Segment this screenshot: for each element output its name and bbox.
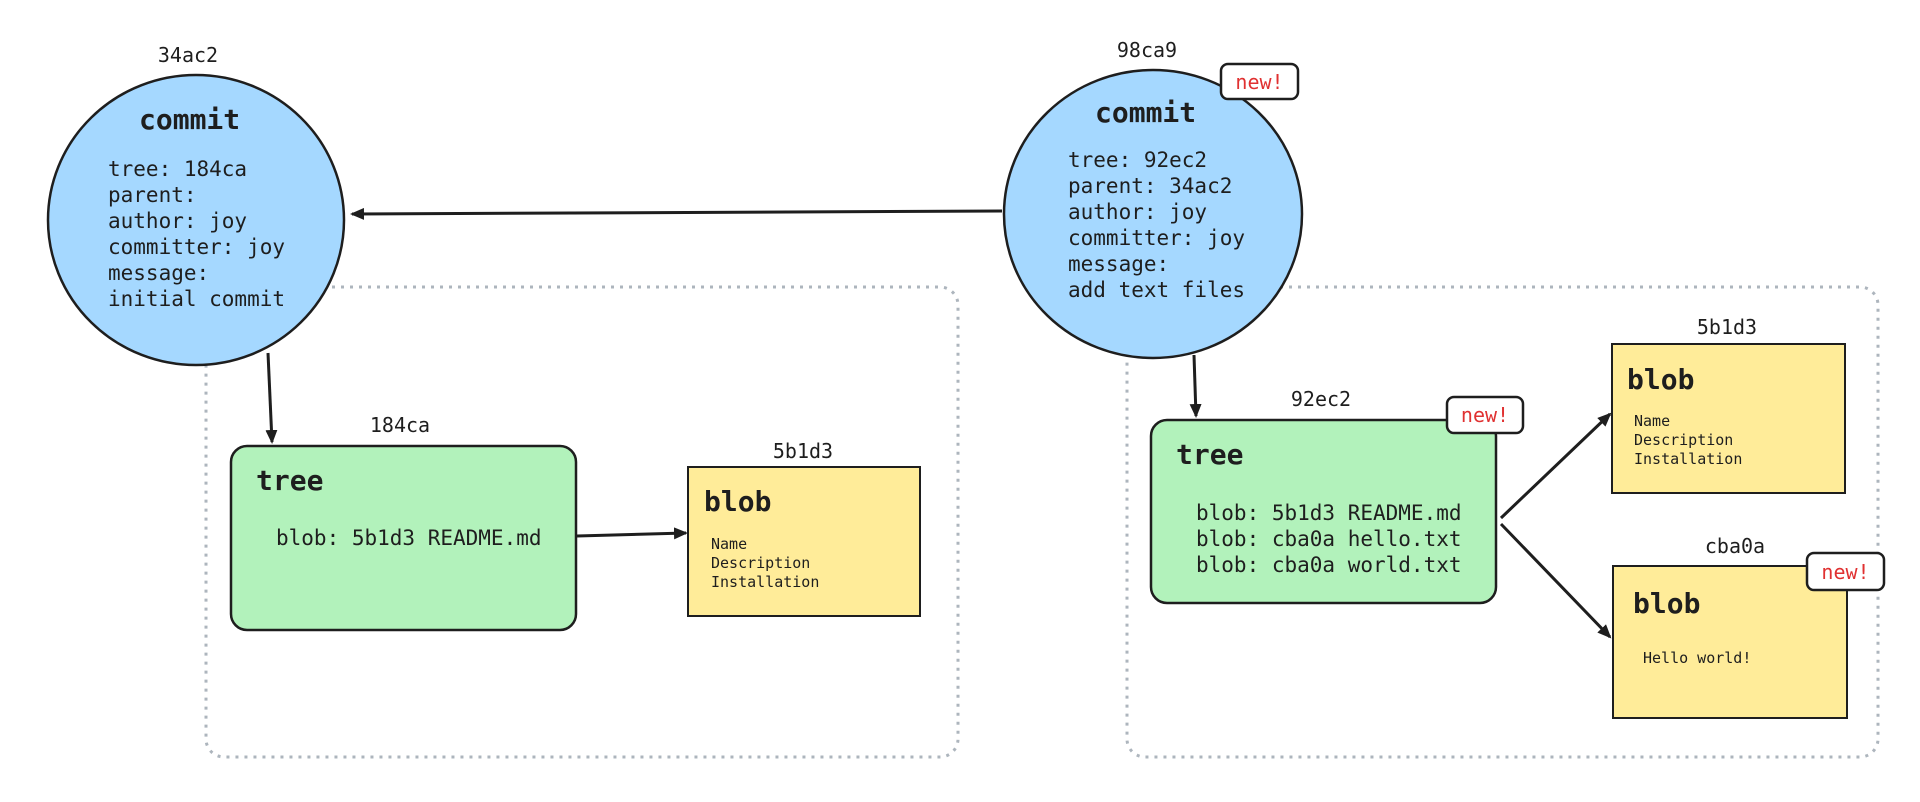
arrow-left-tree-to-blob <box>576 527 688 540</box>
left-blob-node: 5b1d3 blob Name Description Installation <box>687 439 921 617</box>
arrow-right-commit-to-left-commit <box>350 207 1003 220</box>
left-commit-line-message: initial commit <box>108 287 285 311</box>
right-tree-entry-world: blob: cba0a world.txt <box>1196 553 1462 577</box>
right-blob-readme-box <box>1611 343 1846 494</box>
left-blob-box <box>687 466 921 617</box>
left-commit-line-committer: committer: joy <box>108 235 285 259</box>
right-blob-hello-new-badge: new! <box>1805 551 1886 592</box>
left-blob-line-installation: Installation <box>711 573 819 591</box>
left-commit-line-message-label: message: <box>108 261 209 285</box>
left-commit-node: 34ac2 commit tree: 184ca parent: author:… <box>46 43 346 367</box>
left-commit-line-parent: parent: <box>108 183 197 207</box>
right-commit-line-message-label: message: <box>1068 252 1169 276</box>
right-commit-line-message: add text files <box>1068 278 1245 302</box>
right-blob-readme-line-name: Name <box>1634 412 1670 430</box>
left-tree-hash: 184ca <box>370 413 430 437</box>
left-commit-line-author: author: joy <box>108 209 247 233</box>
right-commit-title: commit <box>1095 96 1196 129</box>
right-blob-readme-title: blob <box>1627 363 1694 396</box>
left-blob-line-name: Name <box>711 535 747 553</box>
left-commit-title: commit <box>139 103 240 136</box>
right-blob-hello-badge-text: new! <box>1821 560 1869 584</box>
left-blob-line-description: Description <box>711 554 810 572</box>
right-blob-readme-line-description: Description <box>1634 431 1733 449</box>
left-commit-hash: 34ac2 <box>158 43 218 67</box>
arrow-left-commit-to-tree <box>265 352 278 444</box>
right-blob-readme-line-installation: Installation <box>1634 450 1742 468</box>
arrow-right-commit-to-tree <box>1189 354 1202 418</box>
right-commit-node: 98ca9 commit tree: 92ec2 parent: 34ac2 a… <box>1002 38 1304 360</box>
right-commit-badge-text: new! <box>1235 70 1283 94</box>
right-commit-line-committer: committer: joy <box>1068 226 1245 250</box>
left-tree-title: tree <box>256 464 323 497</box>
left-tree-node: 184ca tree blob: 5b1d3 README.md <box>229 413 578 632</box>
right-blob-readme-hash: 5b1d3 <box>1697 315 1757 339</box>
right-tree-node: 92ec2 tree blob: 5b1d3 README.md blob: c… <box>1149 387 1525 605</box>
right-tree-title: tree <box>1176 438 1243 471</box>
right-tree-hash: 92ec2 <box>1291 387 1351 411</box>
right-tree-badge-text: new! <box>1461 403 1509 427</box>
right-tree-entry-readme: blob: 5b1d3 README.md <box>1196 501 1462 525</box>
right-commit-line-author: author: joy <box>1068 200 1207 224</box>
right-blob-readme-node: 5b1d3 blob Name Description Installation <box>1611 315 1846 494</box>
arrow-right-tree-to-blob-readme <box>1499 412 1612 520</box>
right-blob-hello-line-text: Hello world! <box>1643 649 1751 667</box>
right-blob-hello-title: blob <box>1633 587 1700 620</box>
right-commit-circle <box>1002 68 1304 360</box>
right-tree-new-badge: new! <box>1445 395 1525 435</box>
right-commit-hash: 98ca9 <box>1117 38 1177 62</box>
left-commit-circle <box>46 73 346 367</box>
left-tree-box <box>229 444 578 632</box>
left-blob-hash: 5b1d3 <box>773 439 833 463</box>
right-commit-line-parent: parent: 34ac2 <box>1068 174 1232 198</box>
right-commit-line-tree: tree: 92ec2 <box>1068 148 1207 172</box>
right-blob-hello-node: cba0a blob Hello world! new! <box>1612 534 1886 719</box>
right-blob-hello-box <box>1612 565 1848 719</box>
left-commit-line-tree: tree: 184ca <box>108 157 247 181</box>
right-tree-entry-hello: blob: cba0a hello.txt <box>1196 527 1462 551</box>
right-tree-box <box>1149 418 1498 605</box>
left-blob-title: blob <box>704 485 771 518</box>
right-blob-hello-hash: cba0a <box>1705 534 1765 558</box>
right-commit-new-badge: new! <box>1219 62 1300 101</box>
arrow-right-tree-to-blob-hello <box>1499 522 1612 639</box>
left-tree-entry-readme: blob: 5b1d3 README.md <box>276 526 542 550</box>
